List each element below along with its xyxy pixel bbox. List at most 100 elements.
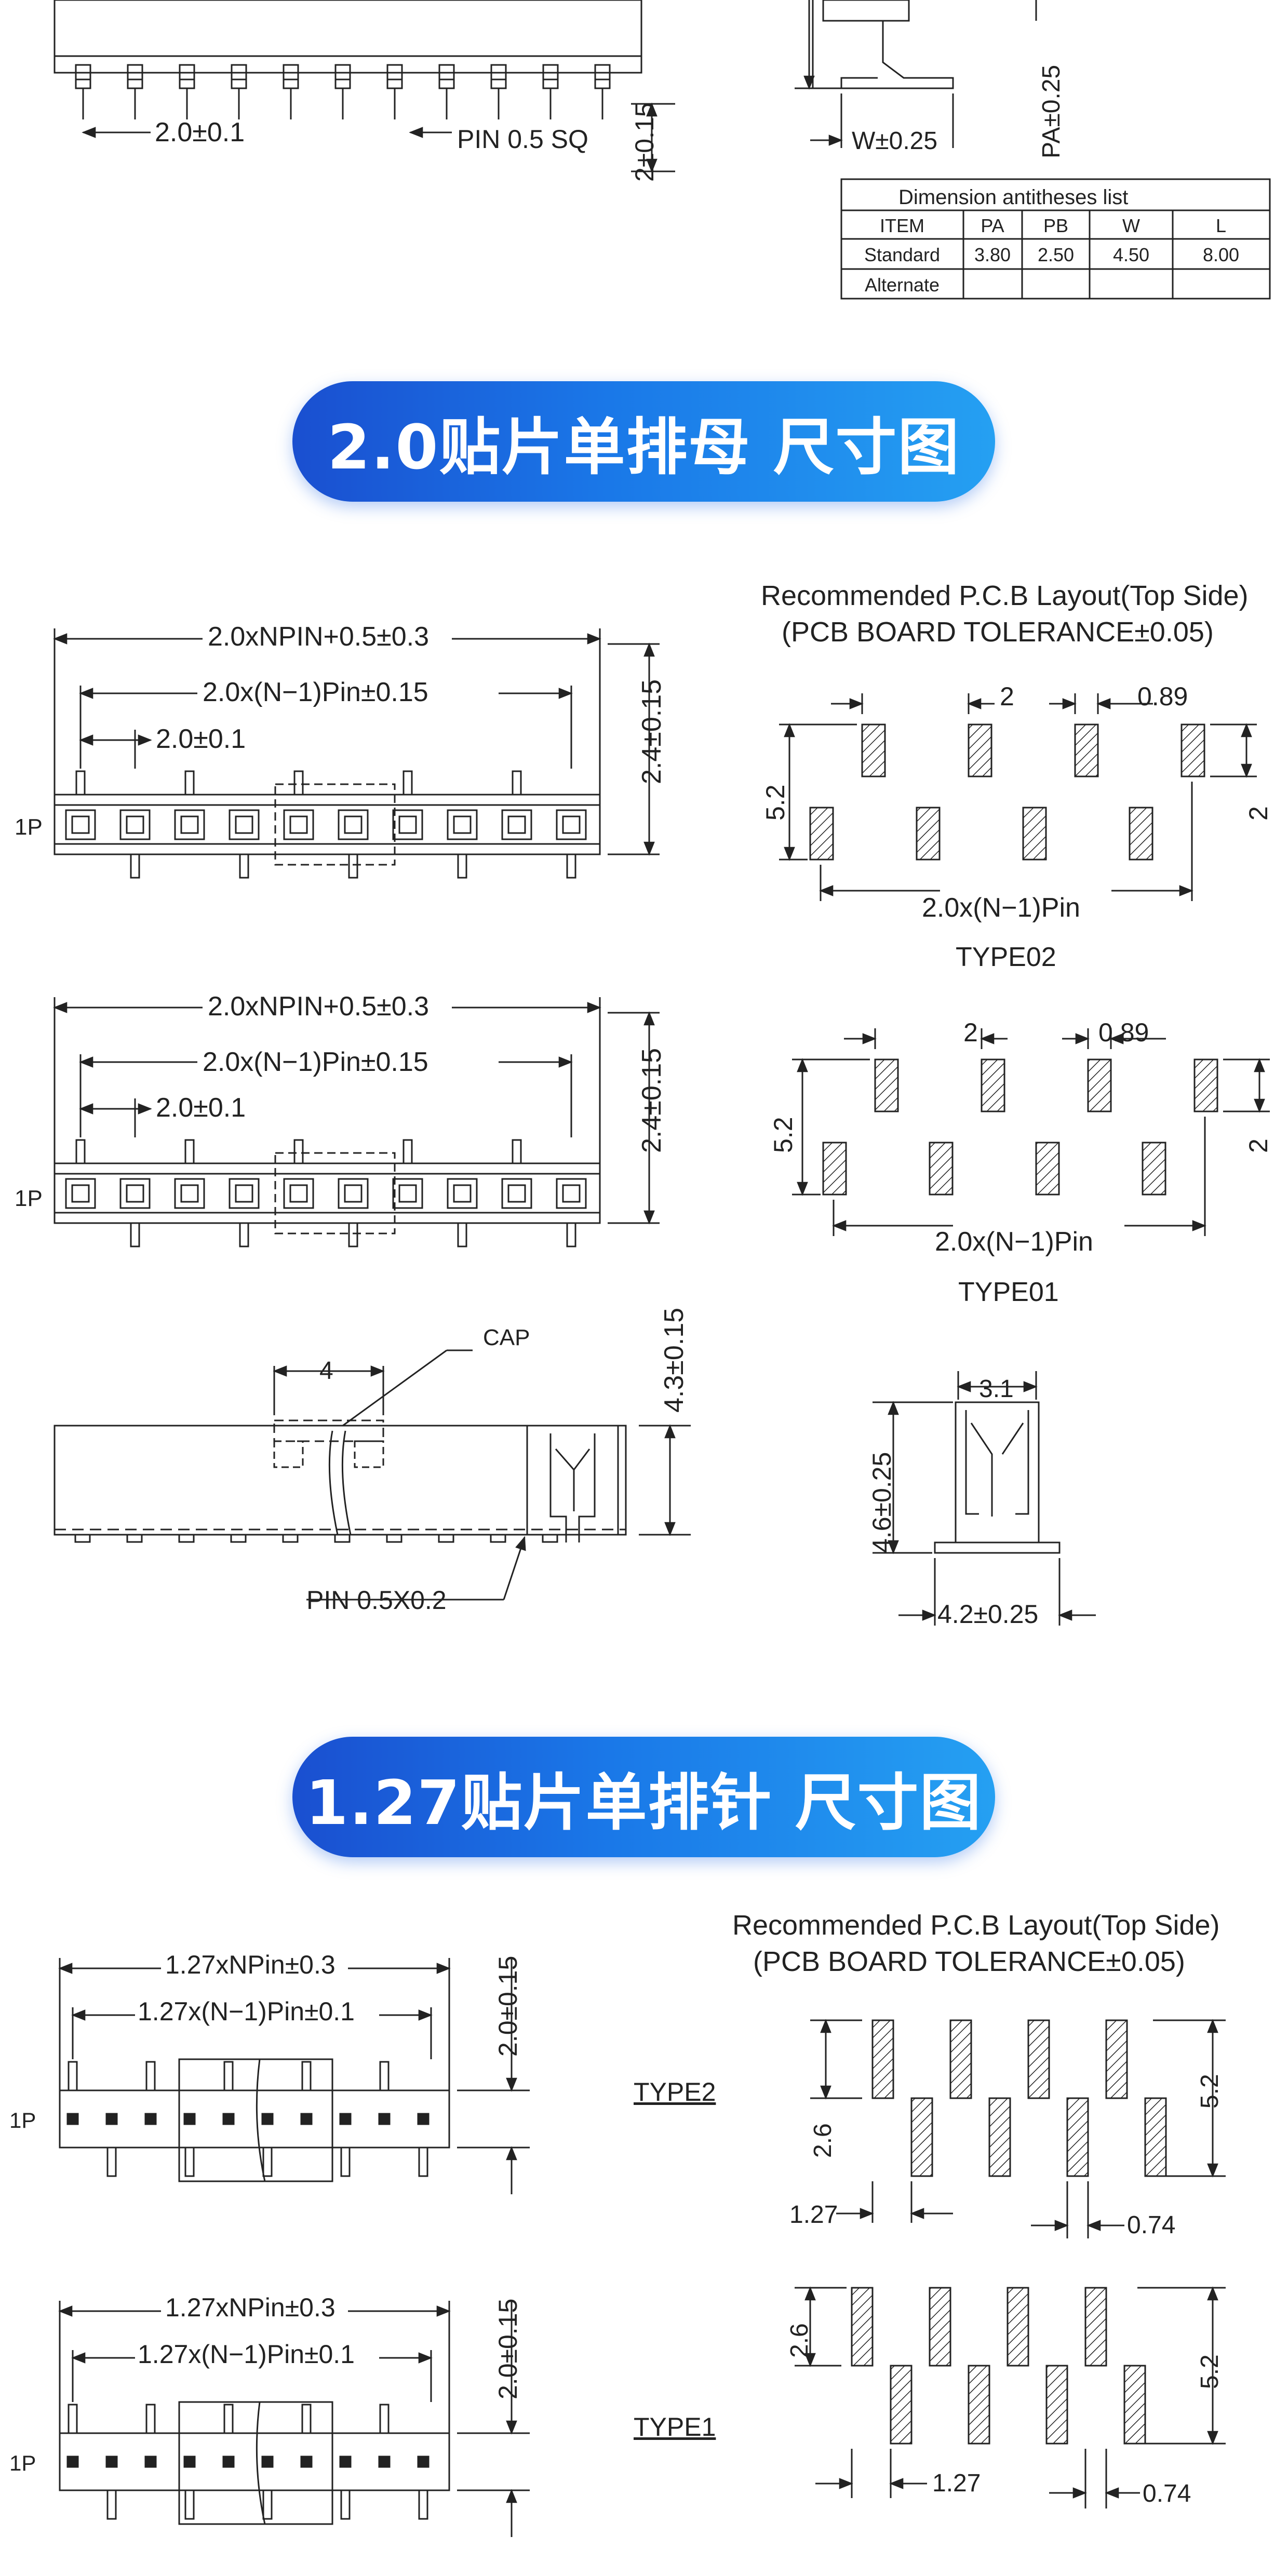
header-pin-top	[145, 2404, 156, 2433]
type02-pad-offset: 2	[1244, 806, 1273, 821]
header-pin-dot	[105, 2456, 118, 2468]
header-pin-top	[68, 2061, 78, 2090]
female-contact	[65, 809, 96, 840]
pcb-pad	[1084, 2287, 1107, 2367]
female-pin-top	[184, 1139, 195, 1163]
top-pin	[490, 72, 507, 89]
pcb-pad	[929, 2287, 951, 2367]
type02-pad-width: 0.89	[1137, 682, 1188, 711]
header-pin1-label: 1P	[9, 2108, 36, 2132]
pcb-pad	[809, 807, 834, 861]
pcb-pad	[1022, 807, 1047, 861]
table-cell: 2.50	[1038, 244, 1074, 265]
cap-width-label: 4	[319, 1357, 333, 1385]
female-pin-top	[184, 770, 195, 795]
female-contact	[174, 1178, 205, 1209]
female-housing	[53, 1162, 601, 1224]
female-contact	[283, 1178, 314, 1209]
pa-label: PA±0.25	[1038, 65, 1065, 158]
header-housing	[59, 2089, 450, 2149]
type1-pad-length: 5.2	[1196, 2354, 1224, 2389]
header-pin-dot	[66, 2456, 79, 2468]
female-contact-inner	[398, 1184, 417, 1203]
female-pitch-dim: 2.0±0.1	[156, 724, 246, 754]
end-width-top-label: 3.1	[979, 1375, 1014, 1403]
top-pin	[542, 72, 559, 89]
header-pin-bottom	[106, 2148, 117, 2177]
pcb-pad	[1142, 1142, 1166, 1196]
table-cell: 4.50	[1113, 244, 1149, 265]
table-header-cell: PA	[981, 215, 1004, 236]
female-contact-inner	[235, 815, 253, 834]
female-contact	[392, 1178, 423, 1209]
header-pin-dot	[222, 2113, 235, 2125]
header-pin-bottom	[262, 2148, 273, 2177]
female-contact-inner	[71, 815, 90, 834]
top-pin	[334, 72, 351, 89]
header-pin1-label-2: 1P	[9, 2451, 36, 2475]
female-contact-inner	[235, 1184, 253, 1203]
female-contact-inner	[126, 815, 144, 834]
header-pin-top	[68, 2404, 78, 2433]
female-contact	[65, 1178, 96, 1209]
female-contact-inner	[453, 1184, 472, 1203]
header-height-dim: 2.0±0.15	[493, 1956, 522, 2057]
table-cell: 3.80	[974, 244, 1011, 265]
type02-pad-span: 2.0x(N−1)Pin	[922, 893, 1080, 923]
female-contact-inner	[562, 815, 581, 834]
female-pin-top	[512, 770, 522, 795]
header-pin-bottom	[184, 2490, 195, 2520]
type2-pad-length: 5.2	[1196, 2074, 1224, 2109]
header-pin-top	[223, 2404, 234, 2433]
type2-pad-pitch: 1.27	[789, 2201, 838, 2229]
header-pin-dot	[417, 2113, 430, 2125]
header-pin-dot	[261, 2456, 274, 2468]
table-title: Dimension antitheses list	[898, 186, 1128, 209]
pcb-pad	[1035, 1142, 1060, 1196]
female-span-dim: 2.0x(N−1)Pin±0.15	[203, 677, 428, 707]
female-pin-bottom	[457, 854, 467, 879]
side-pin	[74, 1534, 91, 1543]
female-pin1-label-2: 1P	[15, 1186, 43, 1211]
header-pin-dot	[144, 2456, 157, 2468]
female-contact-inner	[126, 1184, 144, 1203]
header-pin-bottom	[340, 2490, 351, 2520]
type01-pad-width: 0.89	[1098, 1018, 1149, 1047]
female-contact	[556, 1178, 587, 1209]
female-pin-bottom	[348, 1223, 358, 1247]
female-pin-top	[403, 770, 413, 795]
header-pickup-cap	[178, 2058, 333, 2182]
header-pin-top	[145, 2061, 156, 2090]
female-contact	[283, 809, 314, 840]
female-pin-top	[75, 1139, 86, 1163]
female-contact-inner	[344, 1184, 363, 1203]
section-banner-1-27: 1.27贴片单排针 尺寸图	[292, 1737, 995, 1857]
w-label: W±0.25	[852, 127, 937, 155]
female-contact	[501, 809, 532, 840]
female-side-view	[53, 1349, 691, 1601]
top-partial-drawing	[53, 0, 1037, 173]
pcb-pad	[1180, 723, 1205, 777]
header-pin-dot	[66, 2113, 79, 2125]
female-contact	[392, 809, 423, 840]
top-pin-square	[179, 64, 195, 81]
header-pin-dot	[144, 2113, 157, 2125]
female-contact-inner	[507, 815, 526, 834]
header-overall-dim: 1.27xNPin±0.3	[165, 1950, 336, 1979]
female-dimensions	[53, 628, 660, 856]
top-pin	[75, 72, 91, 89]
header-pcb-layout	[795, 2286, 1226, 2508]
header-span-dim: 1.27x(N−1)Pin±0.1	[138, 1997, 355, 2026]
female-overall-dim: 2.0xNPIN+0.5±0.3	[208, 622, 429, 652]
type01-pad-span: 2.0x(N−1)Pin	[935, 1227, 1093, 1257]
pcb-pad	[1045, 2365, 1068, 2445]
top-pin	[386, 72, 403, 89]
header-pin-dot	[339, 2456, 352, 2468]
header-pin-dot	[300, 2456, 313, 2468]
female-end-view	[873, 1371, 1096, 1626]
female-contact	[447, 1178, 478, 1209]
female-span-dim-2: 2.0x(N−1)Pin±0.15	[203, 1047, 428, 1077]
female-pcb-layout	[779, 693, 1257, 901]
type1-label: TYPE1	[634, 2412, 716, 2441]
female-pin-bottom	[566, 1223, 576, 1247]
